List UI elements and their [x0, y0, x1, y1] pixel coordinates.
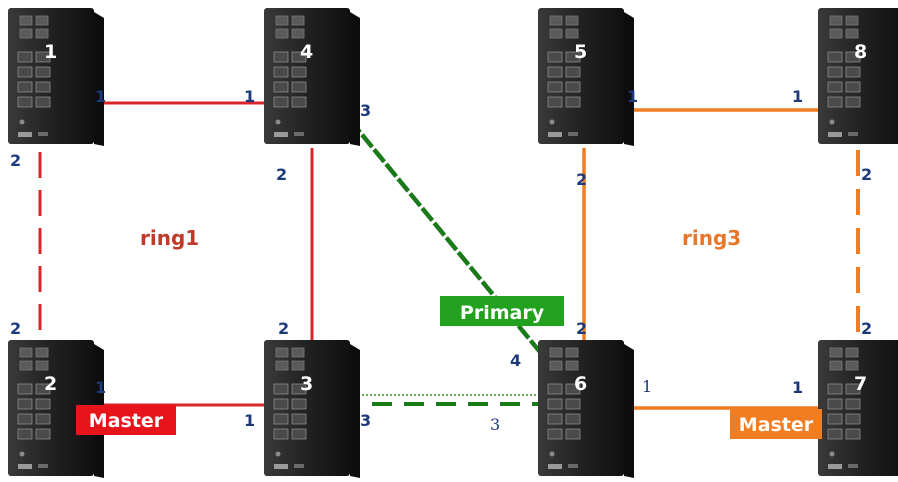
port-sw6-right: 1: [642, 377, 652, 396]
badge-master-left: Master: [76, 405, 176, 435]
switch-8: 8: [818, 8, 898, 144]
port-sw5-down: 2: [576, 170, 587, 189]
switch-8-label: 8: [854, 41, 867, 63]
port-sw4-down: 2: [276, 165, 287, 184]
switch-6: 6: [538, 340, 634, 478]
switch-4: 4: [264, 8, 360, 146]
port-sw7-left: 1: [792, 378, 803, 397]
port-sw6-up: 2: [576, 319, 587, 338]
port-sw3-coupling: 3: [360, 411, 371, 430]
switch-2-label: 2: [44, 373, 57, 395]
port-sw2-right: 1: [95, 378, 106, 397]
port-sw2-up: 2: [10, 319, 21, 338]
switch-7-label: 7: [854, 373, 867, 395]
switch-1-label: 1: [44, 41, 57, 63]
switch-3: 3: [264, 340, 360, 478]
port-sw5-right: 1: [627, 87, 638, 106]
port-sw3-up: 2: [278, 319, 289, 338]
badge-primary-text: Primary: [460, 302, 545, 324]
port-sw4-coupling: 3: [360, 101, 371, 120]
port-sw6-backup: 3: [490, 415, 500, 434]
switch-7: 7: [818, 340, 898, 476]
port-sw1-right: 1: [95, 87, 106, 106]
ring-label-ring3: ring3: [682, 226, 741, 250]
switch-3-label: 3: [300, 373, 313, 395]
ring-label-ring1: ring1: [140, 226, 199, 250]
switch-4-label: 4: [300, 41, 313, 63]
port-sw8-left: 1: [792, 87, 803, 106]
badge-master-left-text: Master: [89, 410, 164, 432]
port-sw1-down: 2: [10, 151, 21, 170]
badge-master-right-text: Master: [739, 414, 814, 436]
port-sw3-left: 1: [244, 411, 255, 430]
badge-master-right: Master: [730, 409, 822, 439]
switch-1: 1: [8, 8, 104, 146]
badge-primary: Primary: [440, 296, 564, 326]
switch-5: 5: [538, 8, 634, 146]
port-sw6-primary: 4: [510, 351, 521, 370]
port-sw8-down: 2: [861, 165, 872, 184]
port-sw4-left: 1: [244, 87, 255, 106]
port-sw7-up: 2: [861, 319, 872, 338]
switch-6-label: 6: [574, 373, 587, 395]
switch-5-label: 5: [574, 41, 587, 63]
